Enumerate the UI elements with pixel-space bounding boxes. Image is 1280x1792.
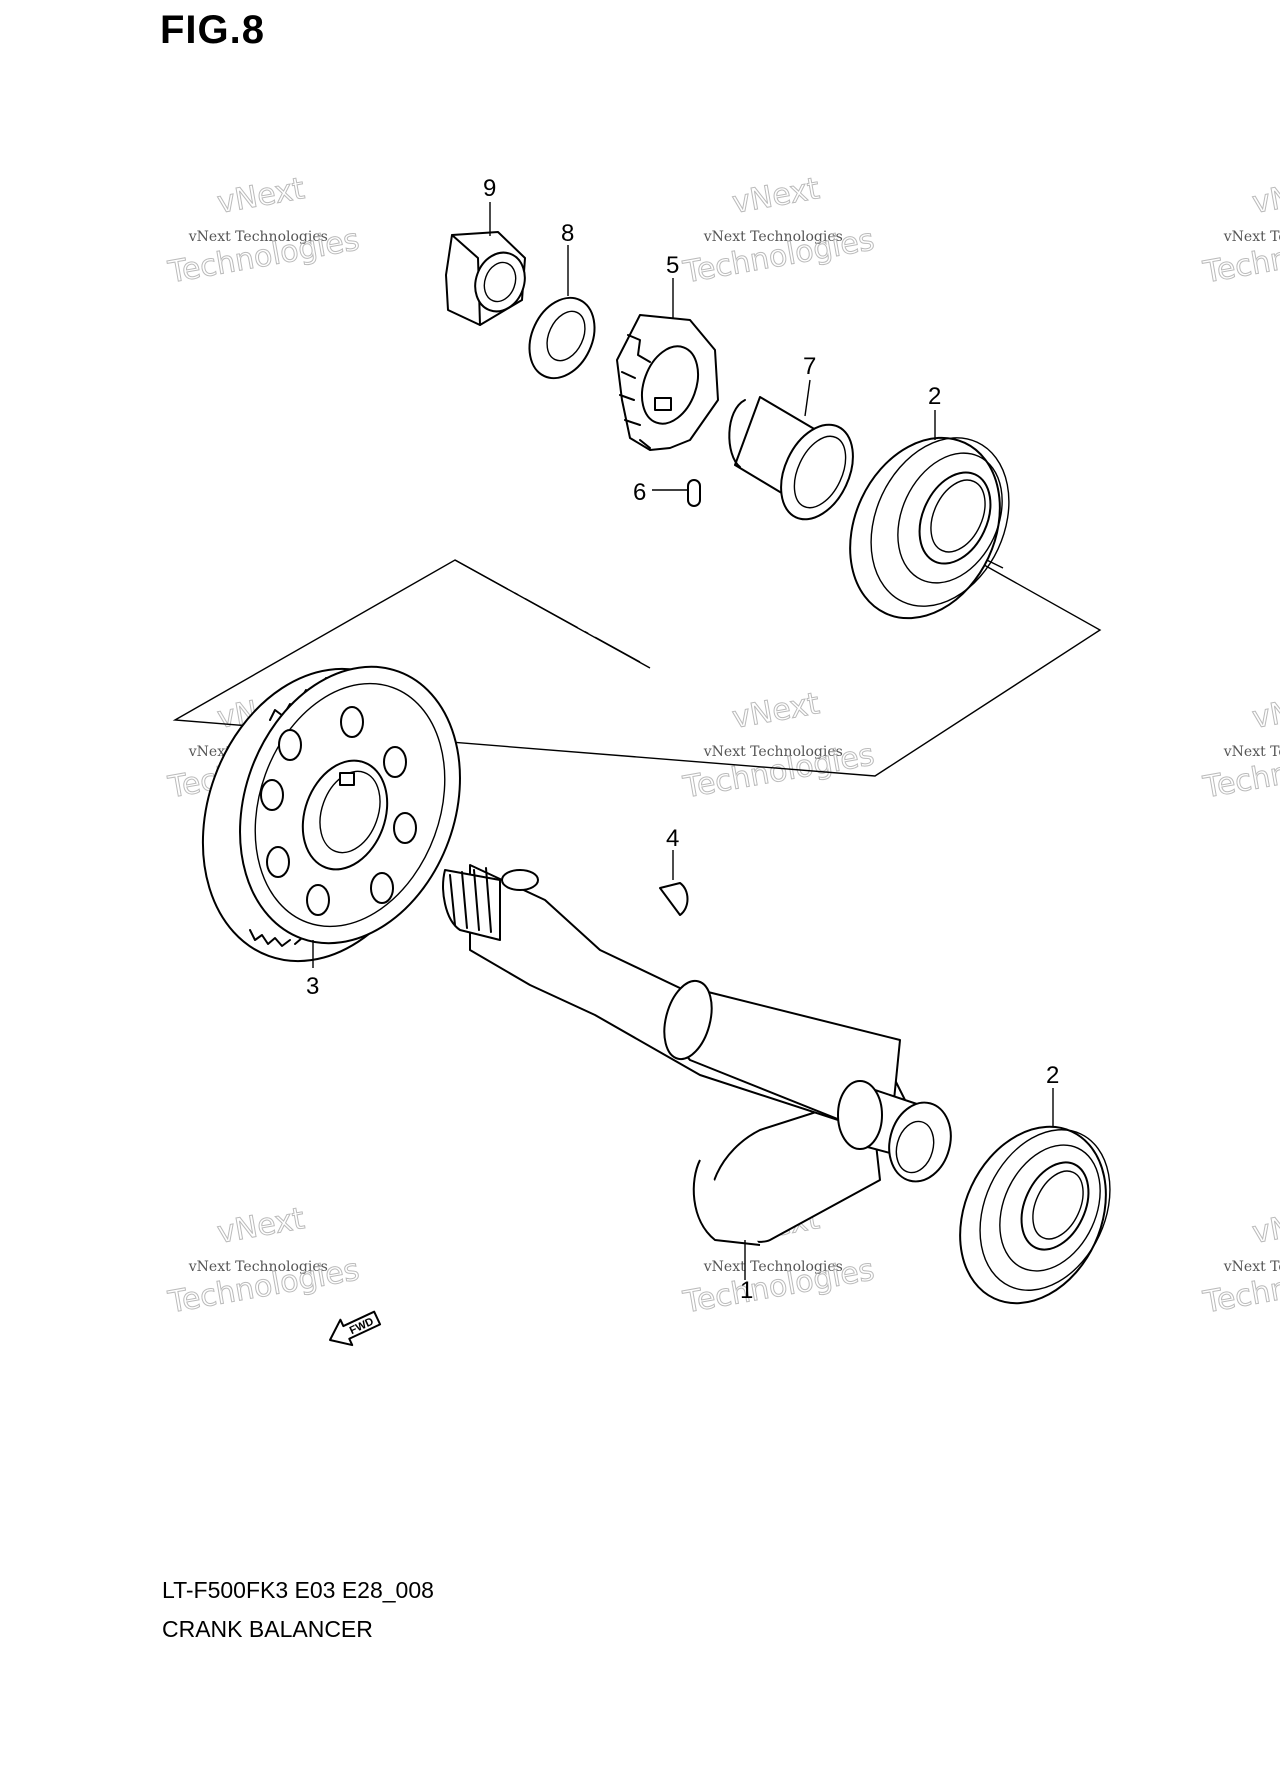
svg-text:vNext Technologies: vNext Technologies — [703, 229, 843, 245]
callout-1: 1 — [740, 1277, 753, 1304]
watermark-tile: vNext vNext Technologies Technologies — [1200, 1201, 1280, 1321]
svg-text:vNext Technologies: vNext Technologies — [188, 1259, 328, 1275]
callout-4: 4 — [666, 825, 679, 852]
callout-7: 7 — [803, 353, 816, 380]
part-6-pin — [687, 479, 701, 507]
part-8-washer — [528, 296, 596, 380]
svg-text:vNext: vNext — [1250, 686, 1280, 736]
callout-2-lower: 2 — [1046, 1062, 1059, 1089]
watermark-tile: vNext vNext Technologies Technologies — [680, 171, 878, 291]
watermark-tile: vNext vNext Technologies Technologies — [165, 1201, 363, 1321]
callout-5: 5 — [666, 252, 679, 279]
watermark-tile: vNext vNext Technologies Technologies — [1200, 171, 1280, 291]
callout-8: 8 — [561, 220, 574, 247]
watermark-tile: vNext vNext Technologies Technologies — [1200, 686, 1280, 806]
part-2-bearing-lower — [959, 1125, 1111, 1305]
callout-labels: 9 8 5 7 2 6 4 3 2 1 — [306, 175, 1059, 1304]
svg-text:vNext Technologies: vNext Technologies — [1223, 1259, 1280, 1275]
watermark-layer: vNext vNext Technologies Technologies vN… — [165, 171, 1280, 1321]
svg-text:vNext: vNext — [215, 171, 308, 221]
svg-text:vNext: vNext — [730, 171, 823, 221]
callout-9: 9 — [483, 175, 496, 202]
part-4-key — [659, 882, 689, 916]
svg-text:vNext Technologies: vNext Technologies — [188, 229, 328, 245]
part-3-gear — [201, 665, 461, 963]
callout-leaders — [312, 202, 1054, 1280]
callout-3: 3 — [306, 973, 319, 1000]
part-1-balancer-shaft — [442, 864, 952, 1246]
fig-title: FIG.8 — [160, 8, 266, 52]
watermark-tile: vNext vNext Technologies Technologies — [680, 686, 878, 806]
svg-text:vNext Technologies: vNext Technologies — [1223, 229, 1280, 245]
svg-text:vNext Technologies: vNext Technologies — [703, 1259, 843, 1275]
part-7-spacer — [728, 396, 854, 521]
svg-text:vNext: vNext — [730, 686, 823, 736]
fwd-arrow-icon: FWD — [329, 1310, 382, 1347]
svg-text:vNext: vNext — [1250, 171, 1280, 221]
callout-6: 6 — [633, 479, 646, 506]
watermark-tile: vNext vNext Technologies Technologies — [165, 171, 363, 291]
svg-text:vNext Technologies: vNext Technologies — [1223, 744, 1280, 760]
svg-text:vNext: vNext — [1250, 1201, 1280, 1251]
part-5-lock-washer — [616, 314, 719, 451]
model-code: LT-F500FK3 E03 E28_008 — [162, 1577, 434, 1603]
svg-text:vNext Technologies: vNext Technologies — [703, 744, 843, 760]
part-2-bearing-upper — [849, 436, 1010, 620]
diagram-caption: CRANK BALANCER — [162, 1616, 373, 1642]
svg-text:vNext: vNext — [215, 1201, 308, 1251]
callout-2-upper: 2 — [928, 383, 941, 410]
part-9-nut — [445, 231, 526, 326]
